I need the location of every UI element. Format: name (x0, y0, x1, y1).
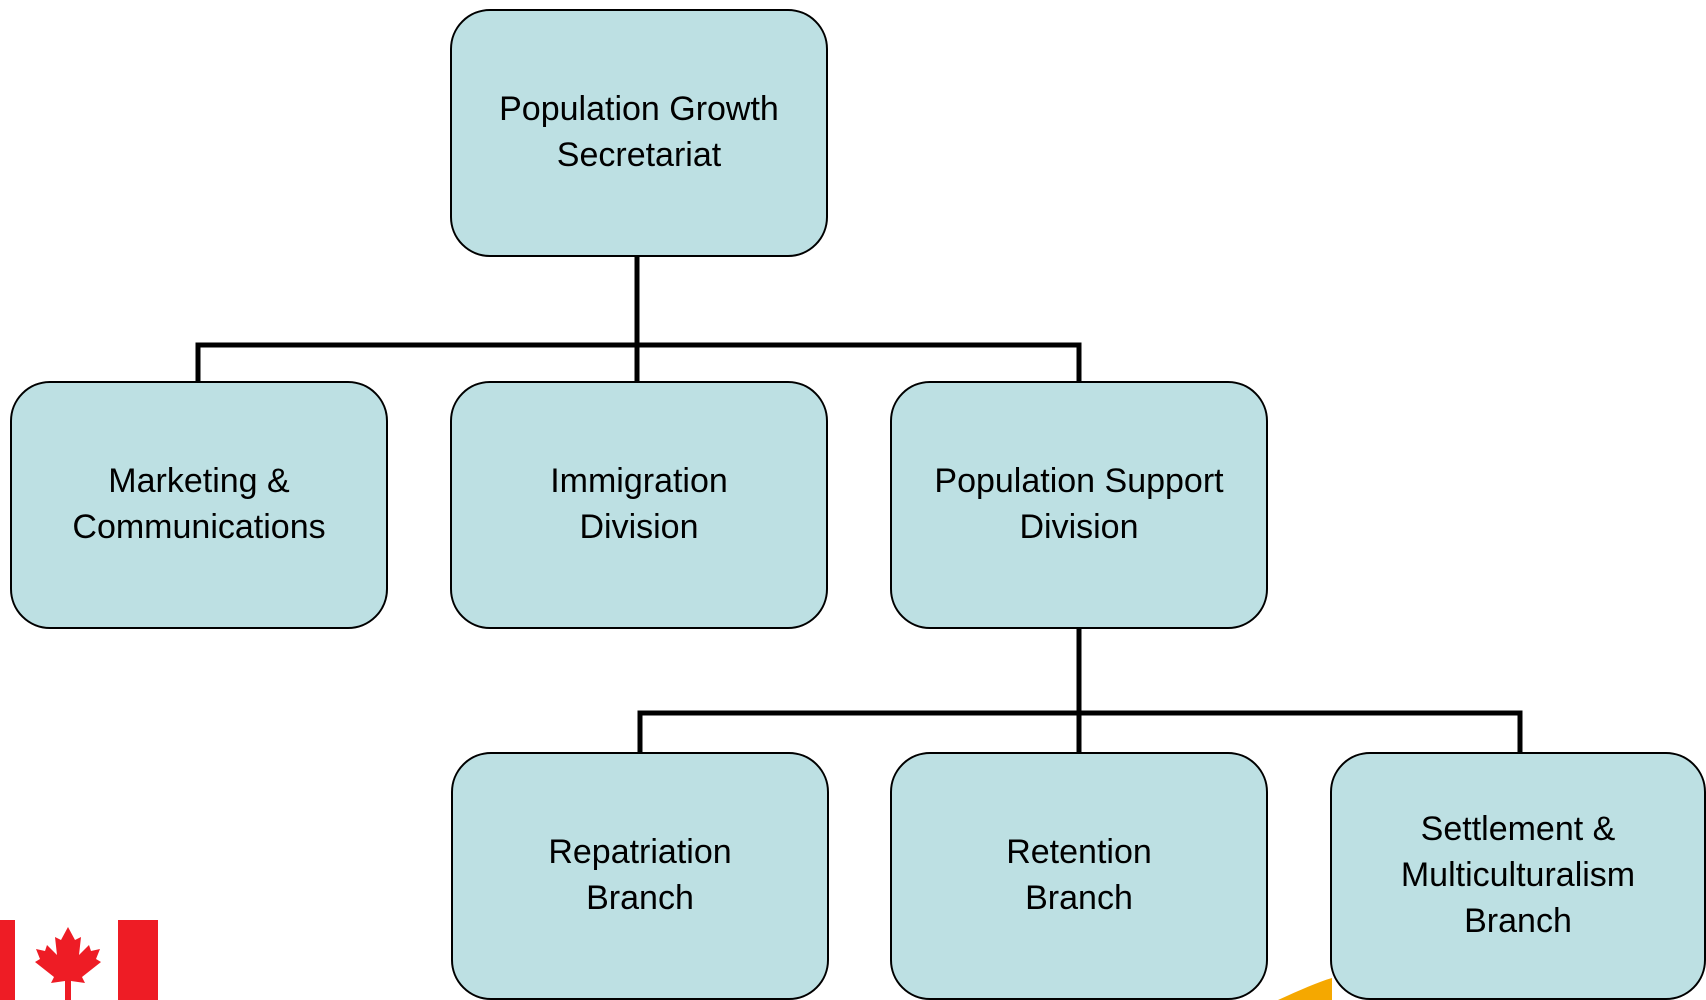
node-retention-branch: Retention Branch (890, 752, 1268, 1000)
node-settlement-multiculturalism-branch: Settlement & Multiculturalism Branch (1330, 752, 1706, 1000)
node-label-line: Secretariat (556, 136, 722, 174)
node-label-line: Branch (1464, 901, 1572, 940)
node-label-line: Population Support (934, 462, 1224, 501)
node-label-line: Branch (586, 879, 694, 917)
maple-leaf-icon (35, 927, 101, 1000)
node-label-line: Division (579, 508, 699, 546)
node-population-growth-secretariat: Population Growth Secretariat (450, 9, 828, 257)
node-label-line: Branch (1025, 879, 1133, 917)
node-marketing-communications: Marketing & Communications (10, 381, 388, 629)
node-label-line: Multiculturalism (1400, 856, 1636, 895)
node-label-line: Division (1019, 508, 1139, 546)
node-label-line: Immigration (550, 462, 728, 501)
node-label-line: Settlement & (1420, 810, 1616, 849)
node-label-line: Retention (1006, 833, 1152, 872)
node-label-line: Repatriation (548, 833, 732, 872)
node-population-support-division: Population Support Division (890, 381, 1268, 629)
node-label-line: Communications (72, 508, 326, 546)
node-immigration-division: Immigration Division (450, 381, 828, 629)
node-label-line: Population Growth (499, 90, 779, 129)
node-repatriation-branch: Repatriation Branch (451, 752, 829, 1000)
node-label-line: Marketing & (108, 462, 290, 501)
